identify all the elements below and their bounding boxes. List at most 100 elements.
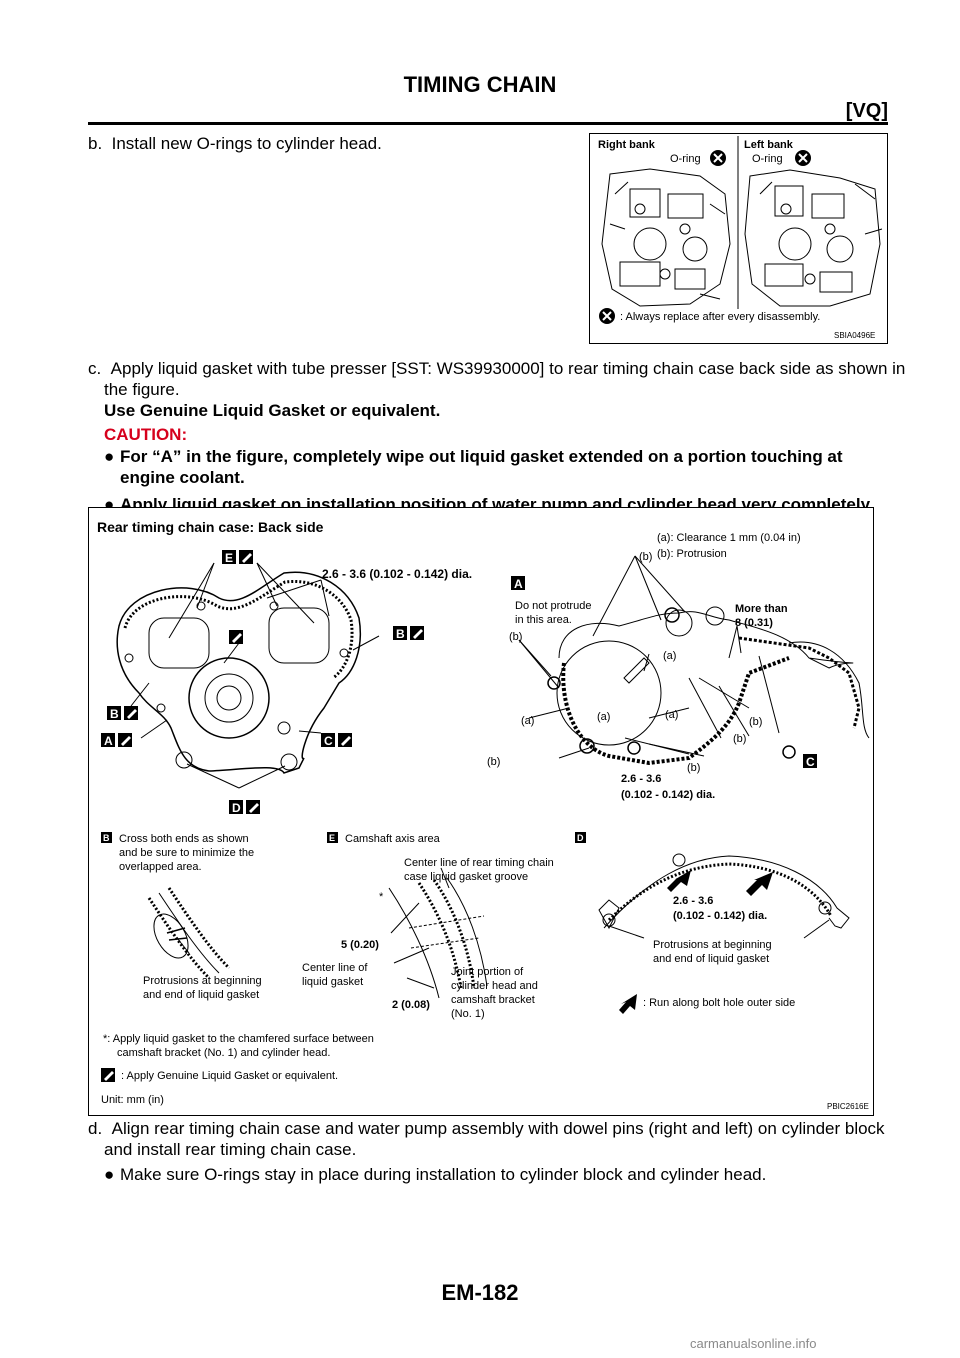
oring-left-label: O-ring (752, 153, 783, 165)
caution-bullet-1-line2: engine coolant. (120, 468, 245, 487)
joint-2: cylinder head and (451, 980, 538, 992)
right-bank-label: Right bank (598, 139, 656, 151)
header-rule (88, 122, 888, 125)
key-B: B (101, 832, 112, 843)
key-D: D (575, 832, 586, 843)
dim-2: 2 (0.08) (392, 999, 430, 1011)
bullet-icon: ● (104, 1165, 115, 1184)
badge-A-left: A (101, 733, 132, 748)
step-c-line2: the figure. (104, 380, 180, 399)
unit-label: Unit: mm (in) (101, 1094, 164, 1106)
dia-bottom-1: 2.6 - 3.6 (621, 773, 661, 785)
center-line-2: case liquid gasket groove (404, 871, 528, 883)
svg-text:D: D (577, 833, 584, 843)
figure2-code: PBIC2616E (827, 1102, 869, 1111)
figure-orings: Right bank Left bank O-ring O-ring (589, 133, 888, 344)
gasket-legend-icon (101, 1068, 115, 1082)
dia-bottom-2: (0.102 - 0.142) dia. (621, 789, 715, 801)
legend-a: (a): Clearance 1 mm (0.04 in) (657, 532, 801, 544)
key-e-text: Camshaft axis area (345, 833, 441, 845)
oring-right-label: O-ring (670, 153, 701, 165)
label-b-3: (b) (749, 716, 762, 728)
badge-gasket (229, 630, 243, 644)
label-a-4: (a) (665, 709, 678, 721)
label-a-2: (a) (521, 715, 534, 727)
svg-text:B: B (396, 627, 405, 641)
replace-icon (795, 150, 811, 166)
caution-bullet-1: ● For “A” in the figure, completely wipe… (104, 446, 888, 488)
dim-5: 5 (0.20) (341, 939, 379, 951)
left-bank-label: Left bank (744, 139, 794, 151)
protrusions-b-2: and end of liquid gasket (143, 989, 259, 1001)
badge-B-left: B (107, 706, 138, 721)
gasket-note: : Apply Genuine Liquid Gasket or equival… (121, 1070, 338, 1082)
dia-d-1: 2.6 - 3.6 (673, 895, 713, 907)
replace-icon (710, 150, 726, 166)
badge-B-right: B (393, 626, 424, 641)
detail-d-drawing (598, 853, 850, 939)
svg-text:D: D (232, 801, 241, 815)
protrusions-d-1: Protrusions at beginning (653, 939, 772, 951)
dia-d-2: (0.102 - 0.142) dia. (673, 910, 767, 922)
detail-e-drawing (388, 867, 488, 999)
svg-text:E: E (329, 833, 335, 843)
callout-lines (130, 562, 380, 789)
detail-b-drawing (147, 887, 231, 980)
figure1-code: SBIA0496E (834, 331, 875, 340)
figure-orings-drawing: Right bank Left bank O-ring O-ring (598, 136, 883, 340)
badge-D-left: D (229, 800, 260, 815)
badge-C-left: C (321, 733, 352, 748)
caution-bullet-1-line1: For “A” in the figure, completely wipe o… (120, 447, 843, 466)
protrusions-b-1: Protrusions at beginning (143, 975, 262, 987)
label-b-5: (b) (487, 756, 500, 768)
svg-text:B: B (103, 833, 110, 843)
joint-4: (No. 1) (451, 1008, 485, 1020)
legend-b: (b): Protrusion (657, 548, 727, 560)
svg-text:C: C (806, 755, 815, 769)
label-b-4: (b) (733, 733, 746, 745)
watermark: carmanualsonline.info (690, 1336, 817, 1351)
star-note-1: *: Apply liquid gasket to the chamfered … (103, 1033, 374, 1045)
run-along-arrow-icon (619, 994, 637, 1014)
label-a-1: (a) (663, 650, 676, 662)
figure-gasket-drawing: Rear timing chain case: Back side (a): C… (97, 519, 870, 1111)
detail-a-callouts (518, 555, 780, 759)
svg-text:C: C (324, 734, 333, 748)
center-line-1: Center line of rear timing chain (404, 857, 554, 869)
key-b-line1: Cross both ends as shown (119, 833, 249, 845)
label-b-2: (b) (509, 631, 522, 643)
badge-A-right: A (511, 576, 525, 591)
page-title: TIMING CHAIN (403, 72, 557, 97)
star-marker: * (379, 891, 384, 903)
label-b-6: (b) (687, 762, 700, 774)
arrow-icon (746, 872, 773, 896)
badge-E: E (222, 550, 253, 565)
step-c-bold-line: Use Genuine Liquid Gasket or equivalent. (104, 401, 441, 420)
replace-icon (599, 308, 615, 324)
step-d-bullet: ● Make sure O-rings stay in place during… (104, 1164, 888, 1185)
left-bank-drawing (744, 169, 883, 307)
right-bank-drawing (601, 168, 731, 307)
figure2-title: Rear timing chain case: Back side (97, 519, 324, 535)
dia-top-label: 2.6 - 3.6 (0.102 - 0.142) dia. (322, 567, 472, 581)
step-d-bullet-text: Make sure O-rings stay in place during i… (120, 1165, 767, 1184)
do-not-protrude-2: in this area. (515, 614, 572, 626)
replace-legend: : Always replace after every disassembly… (620, 311, 820, 323)
badge-C-right: C (803, 754, 817, 769)
key-E: E (327, 832, 338, 843)
svg-text:E: E (225, 551, 233, 565)
label-a-3: (a) (597, 711, 610, 723)
run-along-text: : Run along bolt hole outer side (643, 997, 795, 1009)
section-tag: [VQ] (845, 100, 888, 122)
step-d-line2: and install rear timing chain case. (104, 1140, 357, 1159)
bullet-icon: ● (104, 447, 115, 466)
joint-3: camshaft bracket (451, 994, 535, 1006)
more-than-2: 8 (0.31) (735, 617, 773, 629)
svg-text:A: A (104, 734, 113, 748)
key-b-line3: overlapped area. (119, 861, 202, 873)
step-d-line1: d. Align rear timing chain case and wate… (88, 1119, 885, 1138)
svg-text:A: A (514, 577, 523, 591)
figure-gasket: Rear timing chain case: Back side (a): C… (88, 507, 874, 1116)
bullet-icon: ● (104, 495, 115, 514)
key-b-line2: and be sure to minimize the (119, 847, 254, 859)
